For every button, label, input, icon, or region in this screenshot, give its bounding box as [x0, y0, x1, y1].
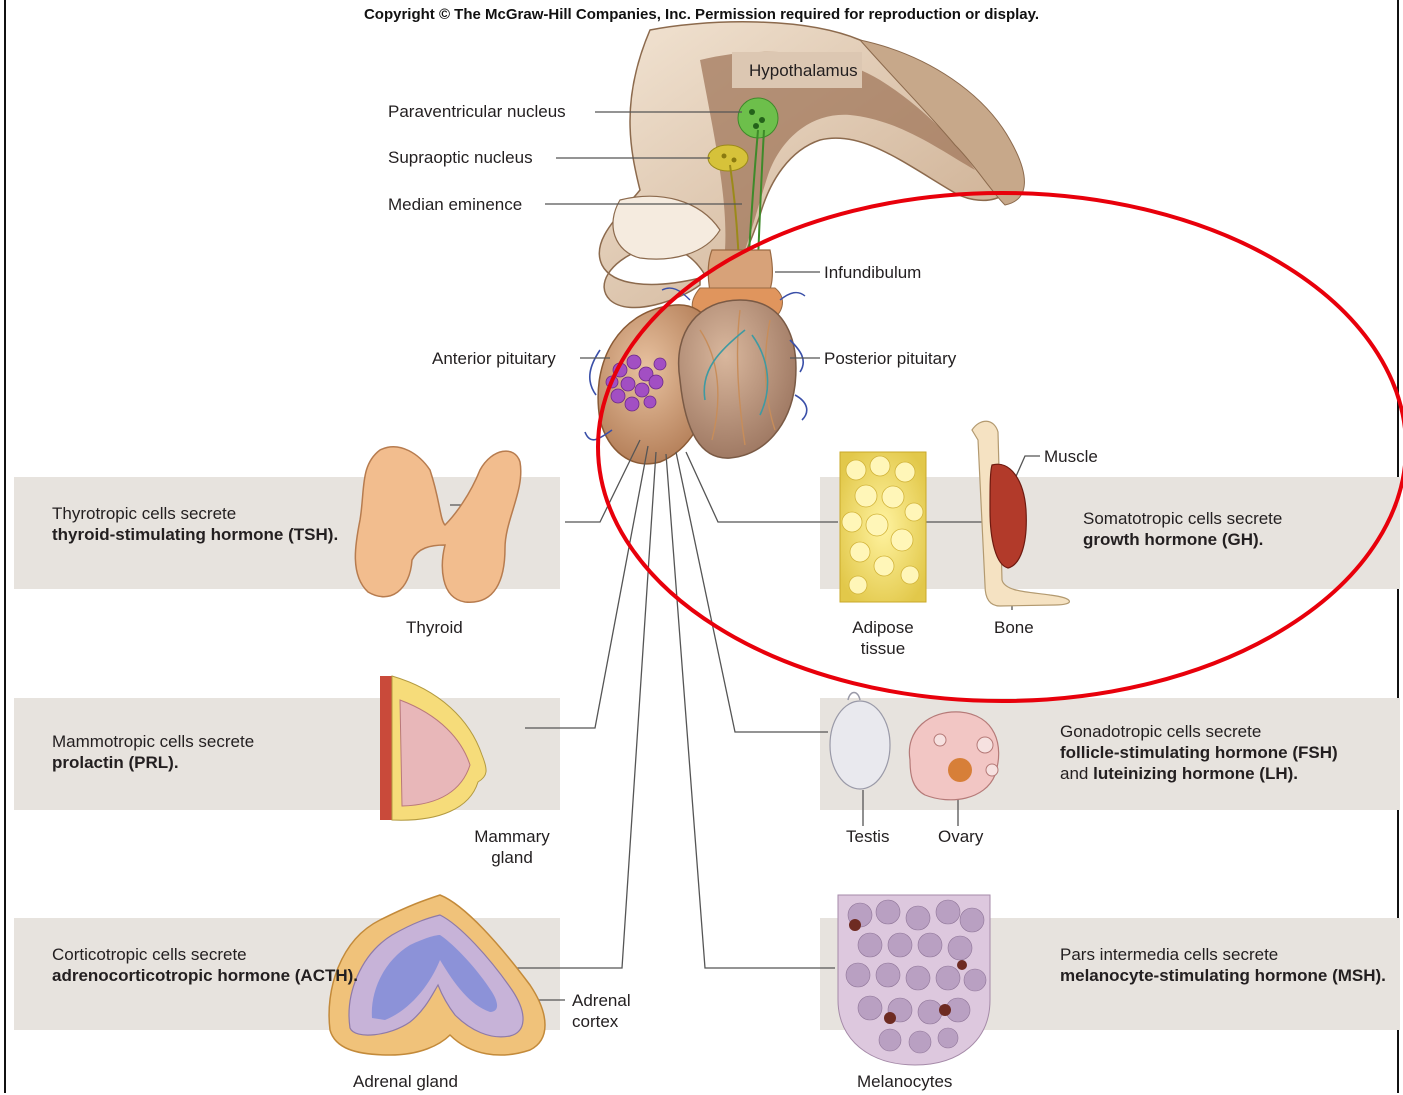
box-msh-text: Pars intermedia cells secrete melanocyte… [1060, 944, 1386, 986]
label-bone: Bone [994, 617, 1034, 638]
tsh-line2: thyroid-stimulating hormone [52, 525, 283, 544]
label-ovary: Ovary [938, 826, 983, 847]
label-adrenal-gland: Adrenal gland [353, 1071, 458, 1092]
fsh-line2: follicle-stimulating hormone (FSH) [1060, 743, 1338, 762]
melanocytes-illustration [838, 895, 990, 1065]
fsh-line3-lh: luteinizing hormone (LH). [1093, 764, 1298, 783]
box-acth-text: Corticotropic cells secrete adrenocortic… [52, 944, 358, 986]
label-posterior-pituitary: Posterior pituitary [824, 348, 956, 369]
gh-line1: Somatotropic cells secrete [1083, 508, 1282, 529]
label-supraoptic-nucleus: Supraoptic nucleus [388, 147, 533, 168]
fsh-line1: Gonadotropic cells secrete [1060, 721, 1338, 742]
label-melanocytes: Melanocytes [857, 1071, 952, 1092]
fsh-line3-and: and [1060, 764, 1093, 783]
label-mammary-line2: gland [470, 847, 554, 868]
msh-line1: Pars intermedia cells secrete [1060, 944, 1386, 965]
box-tsh-text: Thyrotropic cells secrete thyroid-stimul… [52, 503, 338, 545]
label-testis: Testis [846, 826, 889, 847]
label-adipose-line1: Adipose [838, 617, 928, 638]
tsh-line3: (TSH). [288, 525, 338, 544]
label-paraventricular-nucleus: Paraventricular nucleus [388, 101, 566, 122]
prl-line2: prolactin (PRL). [52, 753, 179, 772]
label-mammary-line1: Mammary [470, 826, 554, 847]
label-adipose-tissue: Adipose tissue [838, 617, 928, 659]
copyright-notice: Copyright © The McGraw-Hill Companies, I… [0, 6, 1403, 23]
label-muscle: Muscle [1044, 446, 1098, 467]
box-prl-text: Mammotropic cells secrete prolactin (PRL… [52, 731, 254, 773]
acth-line2: adrenocorticotropic [52, 966, 213, 985]
msh-line2: melanocyte-stimulating hormone [1060, 966, 1327, 985]
label-median-eminence: Median eminence [388, 194, 522, 215]
prl-line1: Mammotropic cells secrete [52, 731, 254, 752]
label-adipose-line2: tissue [838, 638, 928, 659]
label-infundibulum: Infundibulum [824, 262, 921, 283]
label-thyroid: Thyroid [406, 617, 463, 638]
gh-line2: growth hormone (GH). [1083, 530, 1263, 549]
label-adrenal-cortex-line1: Adrenal [572, 990, 631, 1011]
fsh-line3: and luteinizing hormone (LH). [1060, 763, 1338, 784]
label-adrenal-cortex: Adrenal cortex [572, 990, 631, 1032]
tsh-line1: Thyrotropic cells secrete [52, 503, 338, 524]
acth-line1: Corticotropic cells secrete [52, 944, 358, 965]
acth-line3: hormone (ACTH). [217, 966, 358, 985]
label-adrenal-cortex-line2: cortex [572, 1011, 631, 1032]
label-mammary-gland: Mammary gland [470, 826, 554, 868]
adipose-illustration [840, 452, 926, 602]
box-fsh-text: Gonadotropic cells secrete follicle-stim… [1060, 721, 1338, 784]
label-anterior-pituitary: Anterior pituitary [432, 348, 556, 369]
msh-line3: (MSH). [1332, 966, 1386, 985]
box-gh-text: Somatotropic cells secrete growth hormon… [1083, 508, 1282, 550]
label-hypothalamus: Hypothalamus [749, 60, 858, 81]
